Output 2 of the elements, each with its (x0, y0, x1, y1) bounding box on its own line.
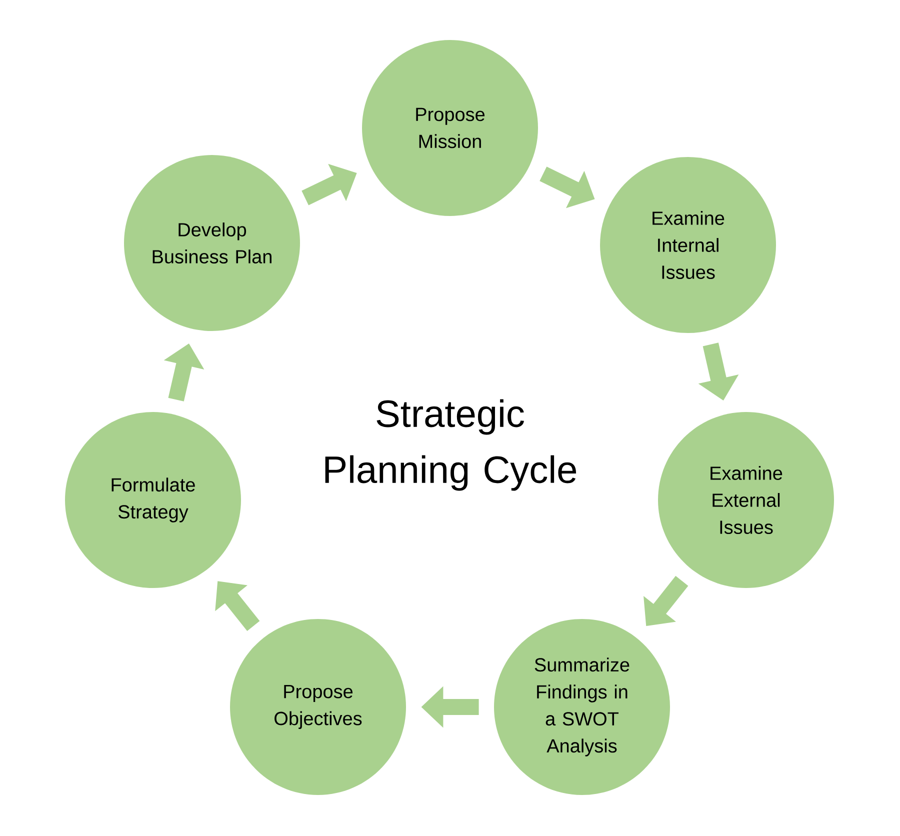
block-arrow (215, 581, 260, 631)
diagram-title: Strategic Planning Cycle (325, 399, 576, 491)
